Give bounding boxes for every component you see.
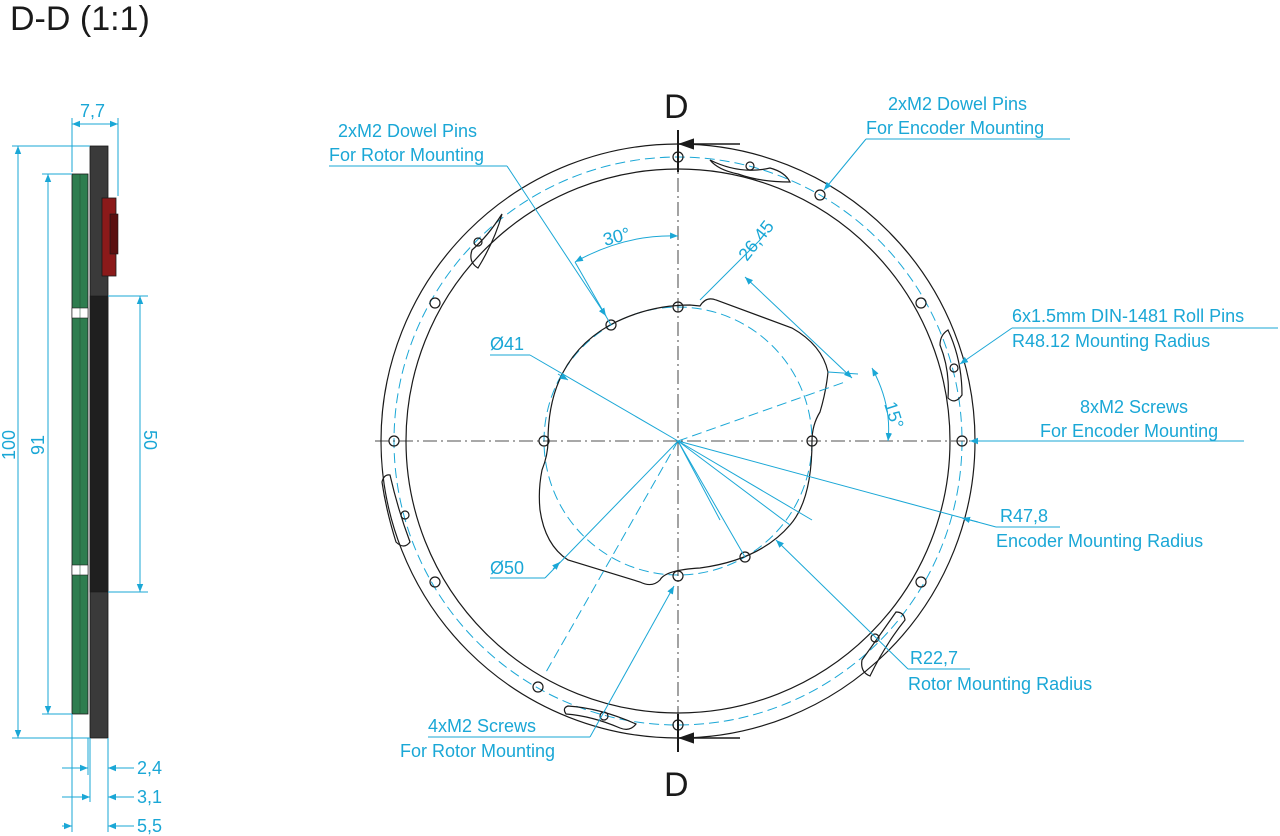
callout-screws-encoder: 8xM2 Screws For Encoder Mounting (970, 397, 1244, 445)
dim-thickness-3-1: 3,1 (137, 787, 162, 807)
svg-text:2xM2 Dowel Pins: 2xM2 Dowel Pins (888, 94, 1027, 114)
dim-d41: Ø41 (490, 334, 524, 354)
dim-height-91: 91 (28, 435, 48, 455)
callout-roll-pins: 6x1.5mm DIN-1481 Roll Pins R48.12 Mounti… (959, 306, 1278, 365)
svg-text:For Encoder Mounting: For Encoder Mounting (1040, 421, 1218, 441)
dim-thickness-2-4: 2,4 (137, 758, 162, 778)
svg-text:Encoder Mounting Radius: Encoder Mounting Radius (996, 531, 1203, 551)
dim-height-50: 50 (140, 430, 160, 450)
dim-thickness-5-5: 5,5 (137, 816, 162, 836)
roll-pin-slots (381, 159, 963, 730)
svg-text:8xM2 Screws: 8xM2 Screws (1080, 397, 1188, 417)
svg-text:For Encoder Mounting: For Encoder Mounting (866, 118, 1044, 138)
dim-26-45: 26,45 (734, 217, 777, 265)
section-mark-bottom: D (664, 766, 689, 804)
svg-text:R22,7: R22,7 (910, 648, 958, 668)
svg-text:For Rotor Mounting: For Rotor Mounting (400, 741, 555, 761)
svg-text:R48.12 Mounting Radius: R48.12 Mounting Radius (1012, 331, 1210, 351)
callout-r22-7: R22,7 Rotor Mounting Radius (775, 539, 1092, 694)
rotor-screw-holes (538, 301, 818, 582)
callout-screws-rotor: 4xM2 Screws For Rotor Mounting (400, 585, 675, 761)
dim-d50: Ø50 (490, 558, 524, 578)
front-view: D D 30° 15° 26,45 Ø41 Ø50 (375, 88, 985, 804)
dim-width-top: 7,7 (80, 101, 105, 121)
callout-r47-8: R47,8 Encoder Mounting Radius (677, 440, 1203, 551)
svg-text:2xM2 Dowel Pins: 2xM2 Dowel Pins (338, 121, 477, 141)
svg-text:R47,8: R47,8 (1000, 506, 1048, 526)
angle-30: 30° (601, 223, 632, 249)
dim-height-100: 100 (0, 430, 19, 460)
svg-text:6x1.5mm DIN-1481 Roll Pins: 6x1.5mm DIN-1481 Roll Pins (1012, 306, 1244, 326)
svg-text:For Rotor Mounting: For Rotor Mounting (329, 145, 484, 165)
angle-15: 15° (880, 399, 907, 431)
callout-dowel-encoder: 2xM2 Dowel Pins For Encoder Mounting (823, 94, 1070, 191)
section-mark-top: D (664, 88, 689, 126)
callout-dowel-rotor: 2xM2 Dowel Pins For Rotor Mounting (329, 121, 607, 317)
side-view: 7,7 100 91 50 2,4 3,1 5,5 (0, 101, 162, 836)
center-bore (538, 298, 829, 586)
svg-text:4xM2 Screws: 4xM2 Screws (428, 716, 536, 736)
drawing-title: D-D (1:1) (10, 0, 150, 38)
svg-text:Rotor Mounting Radius: Rotor Mounting Radius (908, 674, 1092, 694)
